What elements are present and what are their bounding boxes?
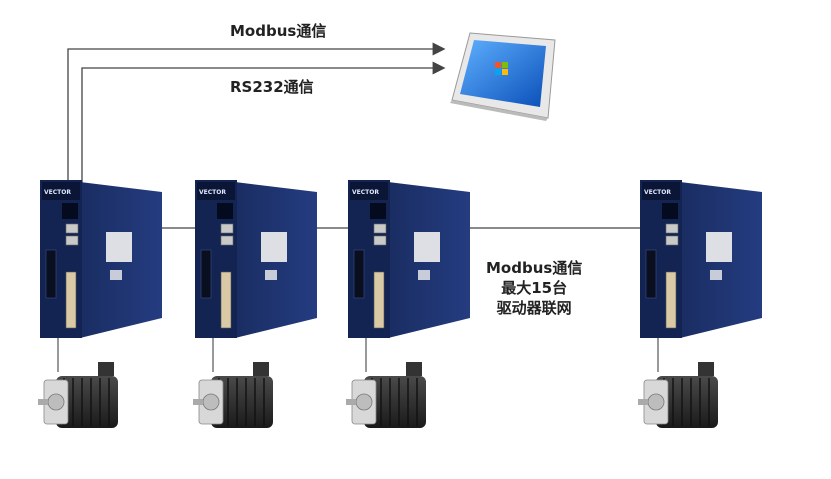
network-caption-line-1: Modbus通信 (486, 259, 583, 277)
rj45-port-2 (373, 235, 387, 246)
rj45-port-2 (65, 235, 79, 246)
network-caption-line-3: 驱动器联网 (496, 299, 572, 317)
brand-logo: VECTOR (199, 189, 226, 196)
rj45-port-1 (65, 223, 79, 234)
modbus-line (67, 42, 446, 187)
servo-motor-icon (346, 362, 426, 428)
servo-motor-icon (38, 362, 118, 428)
servo-drive-3: VECTOR (348, 180, 470, 372)
rs232-line (81, 61, 446, 187)
servo-motor-icon (638, 362, 718, 428)
rj45-port-2 (220, 235, 234, 246)
tablet-icon (450, 32, 556, 121)
brand-logo: VECTOR (352, 189, 379, 196)
rs232-comm-label: RS232通信 (230, 78, 314, 96)
servo-drive-2: VECTOR (195, 180, 317, 372)
servo-drive-1: VECTOR (40, 180, 162, 372)
rj45-port-1 (665, 223, 679, 234)
brand-logo: VECTOR (644, 189, 671, 196)
network-caption-line-2: 最大15台 (501, 279, 568, 297)
servo-drive-4: VECTOR (640, 180, 762, 372)
rj45-port-1 (373, 223, 387, 234)
network-caption: Modbus通信 最大15台 驱动器联网 (486, 258, 582, 318)
modbus-comm-label: Modbus通信 (230, 22, 327, 40)
rj45-port-2 (665, 235, 679, 246)
rj45-port-1 (220, 223, 234, 234)
windows-logo-icon (495, 62, 508, 75)
brand-logo: VECTOR (44, 189, 71, 196)
servo-motor-icon (193, 362, 273, 428)
